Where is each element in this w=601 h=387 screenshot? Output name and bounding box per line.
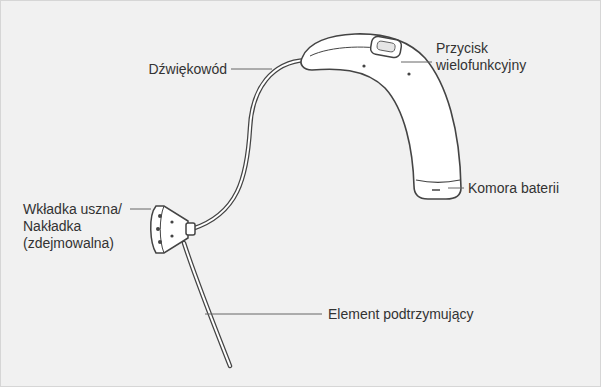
retention-element-outline: [184, 243, 230, 366]
sound-tube-outline: [192, 60, 306, 229]
retention-element-fill: [184, 243, 230, 366]
part-label: Wkładka uszna/ Nakładka (zdejmowalna): [23, 201, 129, 252]
sound-tube-fill: [192, 60, 306, 229]
inner-panel: [6, 6, 595, 381]
part-label: Dźwiękowód: [89, 61, 227, 78]
part-label: Przycisk wielofunkcyjny: [436, 40, 566, 74]
part-label: Element podtrzymujący: [328, 306, 528, 323]
ear-dome: [151, 206, 195, 253]
part-label: Komora baterii: [468, 180, 593, 197]
leader-lines: [130, 62, 464, 314]
